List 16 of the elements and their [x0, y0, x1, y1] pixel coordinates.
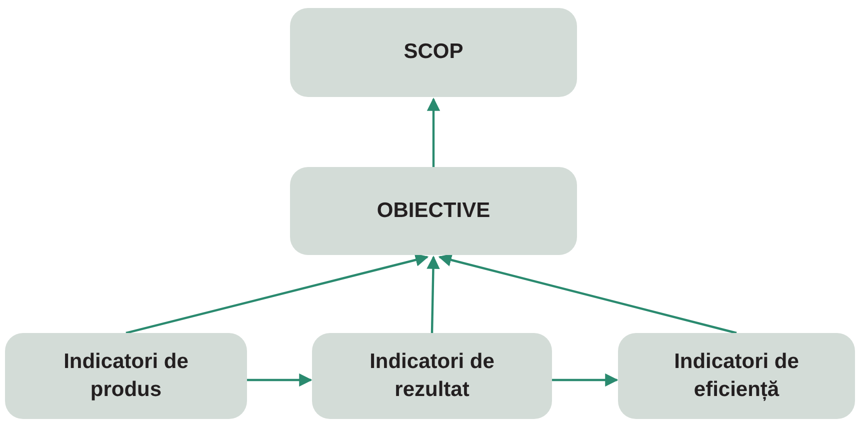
rounded-box	[618, 333, 855, 419]
arrow	[438, 254, 737, 334]
box-label: Indicatori de produs	[64, 348, 188, 403]
box-label: Indicatori de eficiență	[674, 348, 799, 403]
arrow	[126, 254, 429, 334]
box-label: SCOP	[404, 39, 464, 66]
rounded-box	[290, 8, 577, 97]
arrow	[426, 256, 440, 334]
rounded-box	[5, 333, 247, 419]
arrow	[426, 98, 440, 167]
box-label: Indicatori de rezultat	[370, 348, 494, 403]
arrow	[552, 373, 618, 387]
rounded-box	[290, 167, 577, 255]
box-label: OBIECTIVE	[376, 198, 490, 224]
arrow	[247, 373, 312, 387]
rounded-box	[312, 333, 552, 419]
